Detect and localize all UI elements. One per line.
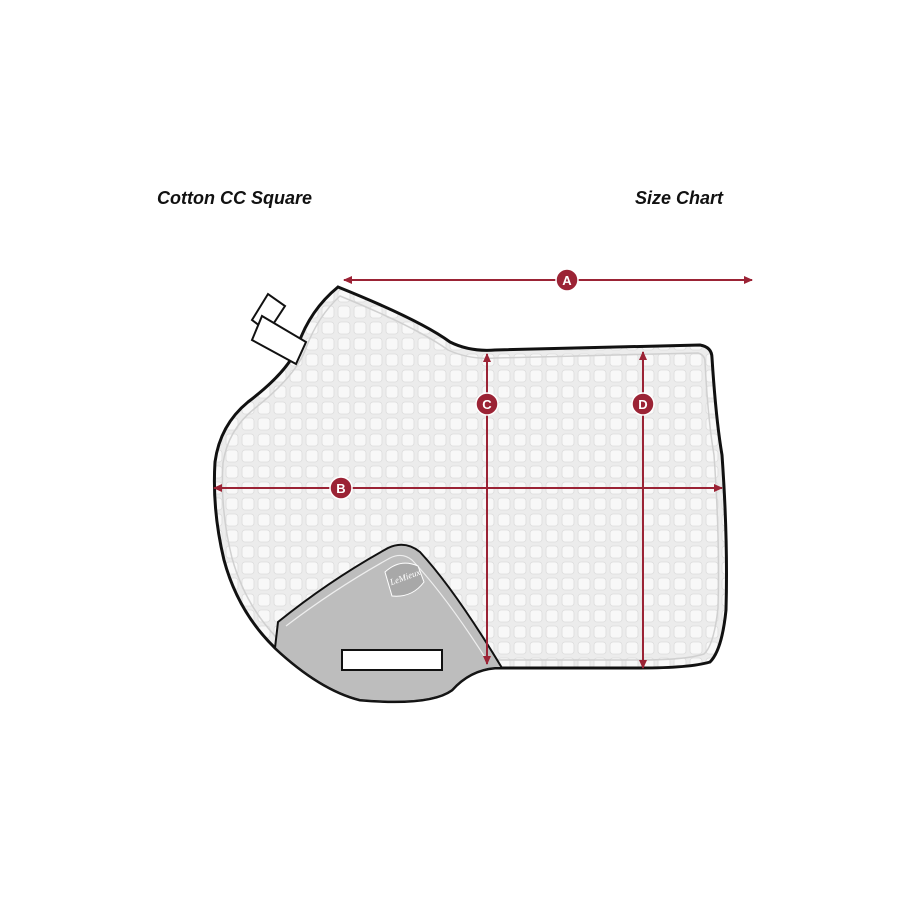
measurement-b: B [213, 476, 723, 500]
brand-logo: LeMieux [384, 562, 425, 597]
measurement-a-marker [555, 268, 579, 292]
measurement-d: D [631, 351, 655, 669]
measurement-c-marker [475, 392, 499, 416]
product-title: Cotton CC Square [157, 188, 312, 208]
measurement-b-label: B [336, 481, 345, 496]
measurement-a: A [343, 268, 753, 292]
measurement-d-label: D [638, 397, 647, 412]
measurement-b-marker [329, 476, 353, 500]
measurement-d-marker [631, 392, 655, 416]
measurement-c: C [475, 353, 499, 665]
girth-panel [273, 543, 504, 702]
measurement-a-label: A [562, 273, 572, 288]
velcro-strap [341, 649, 443, 671]
measurement-c-label: C [482, 397, 492, 412]
chart-title: Size Chart [635, 188, 724, 208]
saddle-loop-strap [250, 292, 308, 366]
